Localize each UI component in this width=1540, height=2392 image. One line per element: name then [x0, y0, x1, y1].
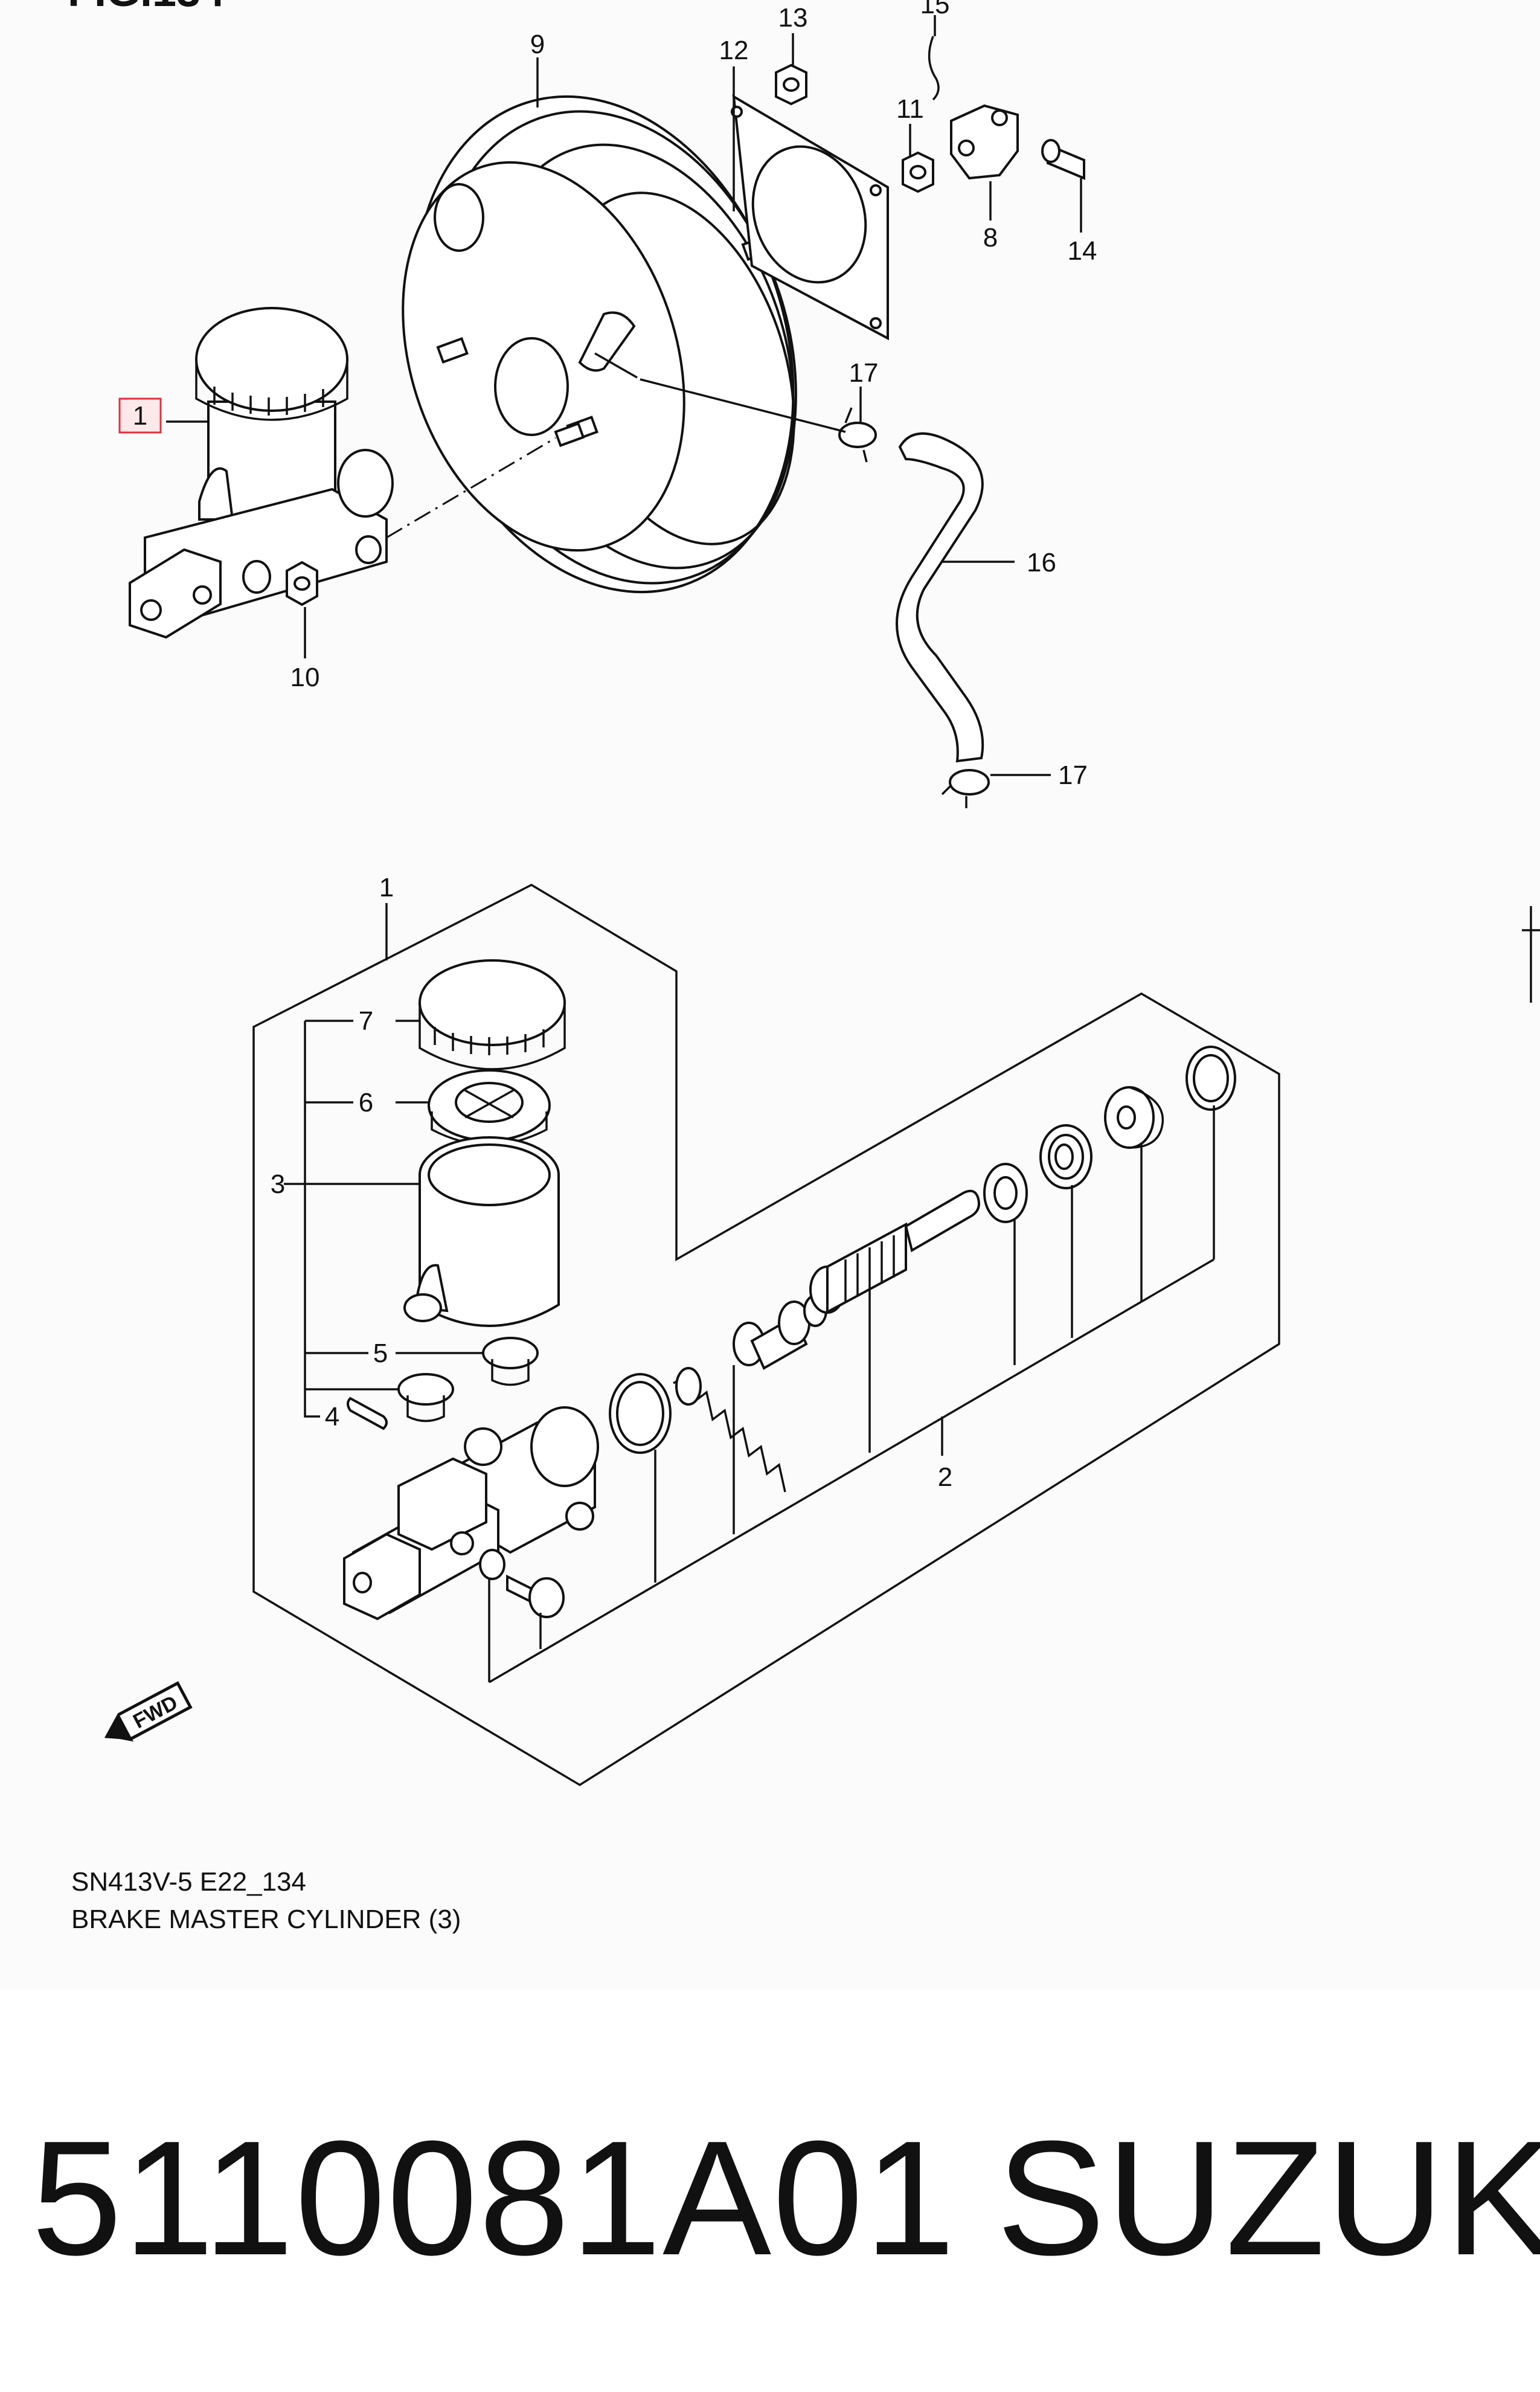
figure-model-code: SN413V-5 E22_134 [71, 1867, 306, 1897]
callout-label: 17 [849, 358, 879, 388]
fluid-reservoir-part [403, 1136, 560, 1327]
cup-seal-part [983, 1163, 1028, 1223]
forward-direction-arrow-icon: FWD [104, 1681, 193, 1742]
o-ring-part [609, 1373, 672, 1454]
callout-label: 8 [983, 223, 998, 252]
retaining-pin-part [347, 1397, 388, 1430]
callout-label: 12 [719, 36, 749, 65]
grommet-part [397, 1373, 454, 1423]
callout-label: 4 [325, 1402, 339, 1432]
piston-spring-part [673, 1322, 786, 1493]
bolt-part [506, 1574, 565, 1618]
crop-mark [1522, 906, 1540, 1003]
callout-label: 7 [359, 1006, 373, 1036]
callout-label: 14 [1068, 236, 1097, 266]
nut-part [286, 561, 318, 606]
highlighted-callout-box [118, 397, 162, 434]
alignment-centerline [386, 437, 556, 539]
callout-label: 10 [290, 663, 320, 692]
callout-label: 16 [1027, 548, 1056, 577]
master-cylinder-assembly [129, 307, 585, 639]
reservoir-cap-part [419, 959, 566, 1070]
callout-label: 15 [920, 0, 950, 19]
hose-clamp-part [941, 769, 990, 808]
figure-caption: SN413V-5 E22_134 BRAKE MASTER CYLINDER (… [71, 1863, 461, 1938]
callout-label: 1 [379, 873, 394, 902]
callout-label: 17 [1058, 760, 1088, 790]
footer-band [0, 1989, 1540, 2392]
callout-label: 1 [133, 401, 147, 431]
clip-part [928, 36, 940, 101]
callout-label: 13 [778, 3, 808, 33]
figure-header-fragment: FIG.134 [68, 0, 225, 16]
snap-ring-part [1185, 1046, 1236, 1111]
grommet-part [482, 1337, 539, 1386]
callout-label: 11 [896, 94, 924, 124]
nut-part [775, 63, 807, 106]
callout-labels: 1 9 12 13 15 11 8 14 17 16 17 10 1 7 6 3… [118, 0, 1097, 1492]
brand-label: SUZUKI [996, 2107, 1540, 2289]
clevis-pin-part [1041, 139, 1085, 180]
leader-lines [166, 15, 1215, 1683]
figure-title: BRAKE MASTER CYLINDER (3) [71, 1905, 461, 1934]
cup-seal-part [1039, 1124, 1092, 1189]
primary-piston-part [809, 1189, 980, 1314]
callout-label: 9 [530, 30, 545, 59]
callout-label: 6 [359, 1088, 373, 1117]
vacuum-hose-part [896, 432, 984, 763]
kit-bracket-frame [252, 884, 1280, 1787]
reservoir-strainer-part [428, 1069, 551, 1146]
callout-label: 3 [271, 1169, 285, 1199]
piston-stop-part [1104, 1086, 1164, 1149]
callout-label: 5 [373, 1339, 388, 1368]
cylinder-body-part [343, 1406, 599, 1621]
hose-clamp-part [838, 407, 877, 463]
clevis-part [950, 104, 1019, 180]
booster-gasket-part [731, 94, 889, 341]
exploded-parts-diagram: FIG.134 [68, 0, 1540, 1787]
callout-label: 2 [938, 1462, 952, 1492]
washer-part [479, 1549, 505, 1580]
part-number-label: 5110081A01 [31, 2107, 957, 2289]
nut-part [902, 151, 934, 193]
